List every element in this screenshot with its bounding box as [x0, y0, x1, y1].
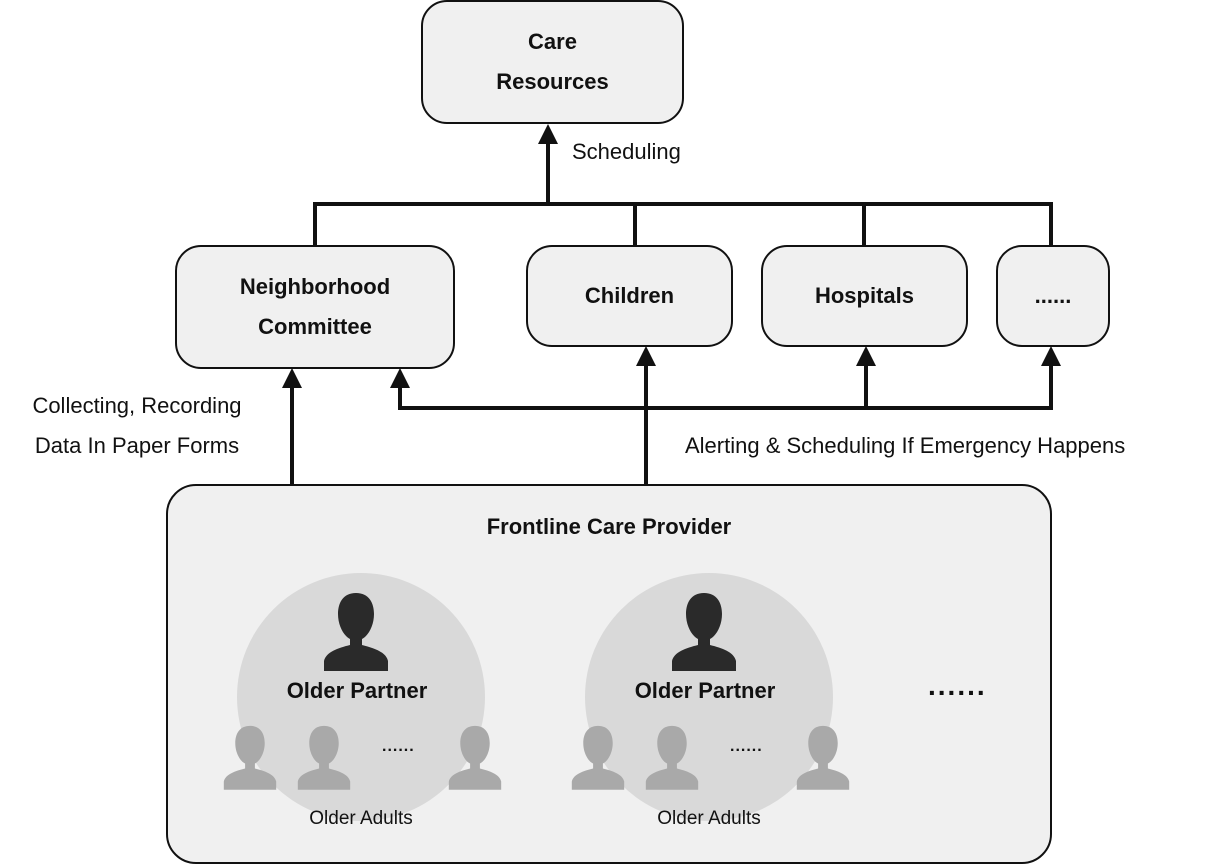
arrowhead-committee-right [390, 368, 410, 388]
scheduling-label: Scheduling [572, 139, 681, 164]
adults-ellipsis-1: ...... [382, 738, 415, 755]
hospitals-node: Hospitals [761, 245, 968, 347]
scheduling-bus [313, 202, 1053, 246]
hospitals-label: Hospitals [814, 283, 915, 308]
older-adult-icon [297, 725, 351, 790]
older-adult-icon [571, 725, 625, 790]
arrowhead-more [1041, 346, 1061, 366]
collecting-label: Collecting, Recording Data In Paper Form… [10, 386, 264, 466]
older-partner-icon [324, 593, 388, 671]
older-adult-icon [645, 725, 699, 790]
care-resources-line-2: Resources [496, 69, 609, 94]
more-node: ...... [996, 245, 1110, 347]
children-node: Children [526, 245, 733, 347]
neighborhood-committee-line-2: Committee [258, 314, 372, 339]
collecting-line-1: Collecting, Recording [32, 393, 242, 418]
more-label: ...... [1034, 283, 1072, 308]
frontline-title: Frontline Care Provider [486, 514, 732, 539]
older-partner-icon [672, 593, 736, 671]
arrowhead-hospitals [856, 346, 876, 366]
adults-ellipsis-2: ...... [730, 738, 763, 755]
older-adult-icon [448, 725, 502, 790]
collecting-line-2: Data In Paper Forms [34, 433, 240, 458]
arrowhead-scheduling [538, 124, 558, 144]
alerting-label: Alerting & Scheduling If Emergency Happe… [685, 433, 1126, 458]
older-adults-label-2: Older Adults [657, 808, 761, 829]
more-groups-ellipsis: ...... [928, 670, 987, 701]
neighborhood-committee-line-1: Neighborhood [239, 274, 391, 299]
partner-label-1: Older Partner [286, 678, 428, 703]
neighborhood-committee-node: Neighborhood Committee [175, 245, 455, 369]
alerting-bus [398, 364, 1053, 410]
older-adults-label-1: Older Adults [309, 808, 413, 829]
children-label: Children [584, 283, 675, 308]
care-resources-line-1: Care [528, 29, 577, 54]
arrowhead-children [636, 346, 656, 366]
older-adult-icon [223, 725, 277, 790]
older-adult-icon [796, 725, 850, 790]
arrowhead-committee-left [282, 368, 302, 388]
care-resources-node: Care Resources [421, 0, 684, 124]
partner-label-2: Older Partner [634, 678, 776, 703]
